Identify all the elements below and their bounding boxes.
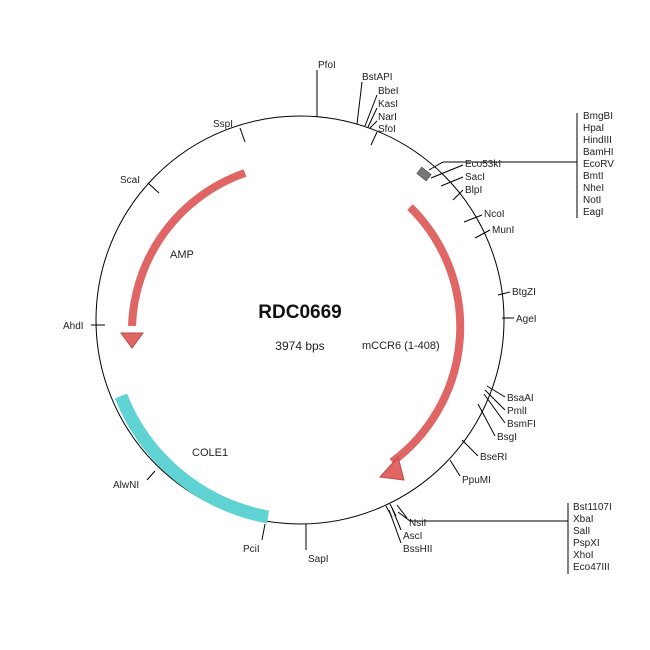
tick-bsmfi bbox=[483, 393, 506, 424]
plasmid-size: 3974 bps bbox=[275, 339, 324, 353]
tick-blpi bbox=[452, 189, 464, 201]
mcs-top-leader bbox=[428, 161, 569, 171]
tick-bstapi bbox=[356, 81, 363, 125]
tick-bseri bbox=[461, 439, 479, 457]
site-blpi: BlpI bbox=[465, 185, 482, 196]
tick-nari bbox=[369, 120, 378, 129]
site-bbei: BbeI bbox=[378, 86, 399, 97]
tick-sfoi bbox=[370, 131, 378, 146]
tick-muni bbox=[474, 229, 491, 239]
amp-arrow-shaft bbox=[128, 169, 247, 327]
site-ppumi: PpuMI bbox=[462, 475, 491, 486]
mccr6-label: mCCR6 (1-408) bbox=[362, 340, 440, 352]
mcs-top-site: NotI bbox=[583, 195, 601, 206]
site-kasi: KasI bbox=[378, 99, 398, 110]
mcs-bottom-site: Eco47III bbox=[573, 562, 610, 573]
mcs-top-site: BmgBI bbox=[583, 111, 613, 122]
site-agei: AgeI bbox=[516, 314, 537, 325]
site-bsmfi: BsmFI bbox=[507, 419, 536, 430]
mcs-top-site: EcoRV bbox=[583, 159, 614, 170]
site-saci: SacI bbox=[465, 172, 485, 183]
tick-btgzi bbox=[497, 291, 511, 296]
mcs-top-list: BmgBI HpaI HindIII BamHI EcoRV BmtI NheI… bbox=[583, 111, 614, 218]
mcs-bottom-site: Bst1107I bbox=[573, 502, 612, 513]
mcs-bottom-leader bbox=[397, 511, 560, 522]
site-pcii: PciI bbox=[243, 544, 260, 555]
site-asci: AscI bbox=[403, 531, 422, 542]
site-sapi: SapI bbox=[308, 554, 329, 565]
mcs-bottom-site: PspXI bbox=[573, 538, 600, 549]
tick-eco53ki bbox=[430, 164, 464, 179]
mcs-bottom-site: SalI bbox=[573, 526, 590, 537]
tick-ppumi bbox=[449, 459, 461, 477]
tick-alwni bbox=[146, 470, 156, 481]
site-bstapi: BstAPI bbox=[362, 72, 393, 83]
plasmid-name: RDC0669 bbox=[258, 302, 341, 323]
mcs-top-site: HindIII bbox=[583, 135, 612, 146]
site-bsaai: BsaAI bbox=[507, 393, 534, 404]
site-eco53ki: Eco53kI bbox=[465, 159, 501, 170]
site-bseri: BseRI bbox=[480, 452, 507, 463]
mcs-top-site: NheI bbox=[583, 183, 604, 194]
tick-kasi bbox=[367, 107, 378, 128]
tick-pmlii bbox=[484, 389, 506, 411]
site-ncoi: NcoI bbox=[484, 209, 505, 220]
backbone-circle bbox=[95, 115, 505, 525]
site-bsshii: BssHII bbox=[403, 544, 432, 555]
mcs-top-site: EagI bbox=[583, 207, 604, 218]
site-pmlii: PmlI bbox=[507, 406, 527, 417]
tick-saci bbox=[440, 176, 464, 187]
tick-pcii bbox=[261, 523, 266, 541]
site-pfoi: PfoI bbox=[318, 60, 336, 71]
site-ahdi: AhdI bbox=[63, 321, 84, 332]
mcs-bottom-list: Bst1107I XbaI SalI PspXI XhoI Eco47III bbox=[573, 502, 612, 573]
mccr6-arrow-shaft bbox=[389, 204, 465, 466]
mcs-top-site: HpaI bbox=[583, 123, 604, 134]
mcs-top-site: BmtI bbox=[583, 171, 604, 182]
site-scai: ScaI bbox=[120, 175, 140, 186]
tick-ncoi bbox=[463, 214, 483, 223]
tick-sspi bbox=[239, 127, 246, 143]
tick-scai bbox=[147, 182, 160, 194]
tick-nsii bbox=[396, 504, 408, 519]
site-sspi: SspI bbox=[213, 119, 233, 130]
mcs-bottom-site: XhoI bbox=[573, 550, 594, 561]
tick-mcs-b bbox=[389, 503, 397, 517]
tick-mcs-a bbox=[385, 505, 393, 518]
amp-arrow-head bbox=[120, 332, 144, 349]
site-muni: MunI bbox=[492, 225, 514, 236]
cole1-label: COLE1 bbox=[192, 447, 228, 459]
cole1-feature bbox=[114, 393, 270, 524]
tick-bsaai bbox=[486, 385, 506, 398]
site-alwni: AlwNI bbox=[113, 480, 139, 491]
site-nari: NarI bbox=[378, 112, 397, 123]
mcs-top-marker bbox=[416, 166, 432, 182]
site-sfoi: SfoI bbox=[378, 124, 396, 135]
site-btgzi: BtgZI bbox=[512, 287, 536, 298]
mcs-top-site: BamHI bbox=[583, 147, 614, 158]
amp-label: AMP bbox=[170, 249, 194, 261]
mccr6-arrow-head bbox=[378, 455, 405, 481]
tick-bsgi bbox=[477, 403, 496, 437]
site-bsgi: BsgI bbox=[497, 432, 517, 443]
mcs-bottom-site: XbaI bbox=[573, 514, 594, 525]
tick-bbei bbox=[364, 94, 378, 127]
site-nsii: NsiI bbox=[409, 518, 426, 529]
